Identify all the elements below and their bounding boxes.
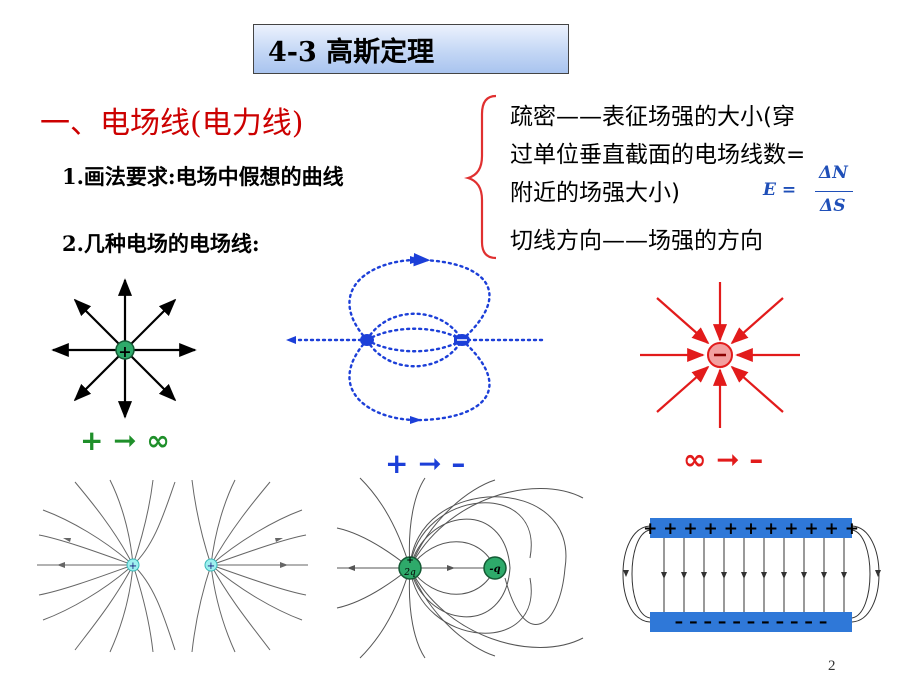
formula-denominator: ΔS: [820, 196, 846, 216]
parallel-plates-diagram: + + + + + + + + + + + – – – – – – – – – …: [622, 518, 881, 632]
inward-field-lines: [640, 282, 800, 428]
formula-numerator: ΔN: [819, 163, 848, 183]
brace-line-1: 疏密——表征场强的大小(穿: [510, 104, 795, 130]
unequal-dipole-field-lines: [336, 477, 584, 659]
like-charge-left-sign: +: [129, 561, 137, 572]
positive-charge-diagram: +: [51, 278, 197, 419]
negative-plate-signs: – – – – – – – – – – –: [675, 612, 828, 632]
outward-field-lines: [51, 278, 197, 419]
slide-title: 4-3 高斯定理: [253, 24, 569, 74]
charge-neg-q-icon: [483, 556, 507, 580]
uniform-field-arrowheads: [623, 570, 881, 579]
item-field-line-types: 2.几种电场的电场线:: [62, 231, 260, 256]
repelling-arrowheads: [57, 538, 288, 568]
charge-neg-q-label: -q: [489, 564, 500, 575]
positive-plate-signs: + + + + + + + + + + +: [643, 519, 859, 539]
unequal-dipole-arrowheads: [347, 565, 455, 571]
like-charge-right: [204, 558, 218, 572]
two-positive-charges-diagram: + +: [37, 479, 308, 653]
formula-fraction-bar: [815, 191, 853, 192]
negative-plate: [650, 612, 852, 632]
uniform-field-lines: [622, 525, 880, 623]
like-charge-left: [126, 558, 140, 572]
dipole-dotted-diagram: [286, 252, 546, 424]
charge-2q-label: 2q: [403, 568, 416, 578]
like-charge-right-sign: +: [207, 561, 215, 572]
charge-2q-icon: [398, 556, 422, 580]
repelling-field-lines: [37, 479, 308, 653]
field-strength-formula: E = ΔN ΔS: [763, 163, 863, 223]
label-positive-to-negative: + ➞ –: [385, 447, 466, 480]
slide-title-text: 4-3 高斯定理: [268, 36, 435, 68]
brace-line-3: 附近的场强大小): [510, 180, 680, 206]
dipole-field-lines: [288, 252, 546, 422]
item-drawing-rules: 1.画法要求:电场中假想的曲线: [62, 164, 344, 189]
section-heading: 一、电场线(电力线): [40, 106, 304, 141]
label-positive-to-infinity: + ➞ ∞: [80, 424, 170, 457]
negative-charge-diagram: [640, 282, 800, 428]
brace-line-2: 过单位垂直截面的电场线数=: [510, 142, 806, 168]
unequal-dipole-diagram: + 2q -q: [336, 477, 584, 659]
dipole-positive-charge: [360, 334, 374, 346]
formula-lhs: E =: [763, 180, 797, 200]
page-number: 2: [828, 658, 836, 674]
label-infinity-to-negative: ∞ ➞ –: [683, 443, 764, 476]
positive-charge-icon: [115, 340, 135, 360]
curly-brace: [464, 94, 497, 260]
positive-plate: [650, 518, 852, 538]
brace-line-4: 切线方向——场强的方向: [510, 228, 763, 254]
positive-charge-sign: +: [118, 342, 131, 361]
charge-2q-sign: +: [406, 556, 414, 566]
